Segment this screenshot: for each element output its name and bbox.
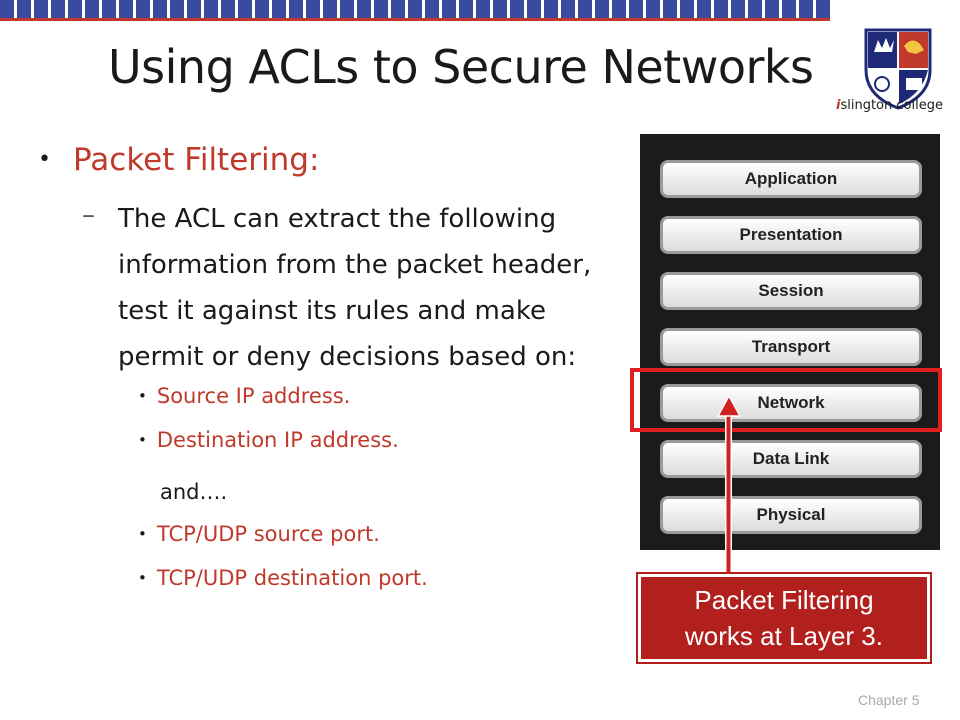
sub-line: The ACL can extract the following	[118, 204, 557, 234]
list-item-and: and….	[160, 480, 228, 504]
slide-title: Using ACLs to Secure Networks	[108, 40, 814, 94]
callout-line: works at Layer 3.	[685, 621, 883, 651]
bullet-dot-icon: •	[38, 147, 51, 172]
arrow-up-icon	[716, 396, 742, 578]
logo-name: slington college	[840, 98, 943, 113]
logo-letter: i	[836, 98, 841, 113]
osi-layer-presentation: Presentation	[660, 216, 922, 254]
sub-dash: –	[82, 200, 95, 230]
callout-line: Packet Filtering	[694, 585, 874, 615]
sub-line: permit or deny decisions based on:	[118, 342, 577, 372]
footer-chapter: Chapter 5	[858, 692, 920, 708]
list-item-destination-ip: • Destination IP address.	[138, 428, 399, 452]
item-text: Destination IP address.	[156, 428, 399, 452]
sub-paragraph: The ACL can extract the following inform…	[118, 196, 658, 380]
item-text: TCP/UDP source port.	[156, 522, 380, 546]
bullet-text: Packet Filtering:	[72, 142, 320, 178]
osi-layer-session: Session	[660, 272, 922, 310]
college-crest-logo	[864, 28, 932, 110]
top-banner	[0, 0, 960, 22]
college-name: islington college	[836, 98, 960, 113]
osi-layer-network: Network	[660, 384, 922, 422]
list-item-destination-port: • TCP/UDP destination port.	[138, 566, 428, 590]
osi-layer-transport: Transport	[660, 328, 922, 366]
osi-layer-physical: Physical	[660, 496, 922, 534]
osi-layer-application: Application	[660, 160, 922, 198]
bullet-dot-icon: •	[138, 569, 147, 587]
item-text: TCP/UDP destination port.	[156, 566, 428, 590]
bullet-dot-icon: •	[138, 525, 147, 543]
sub-line: information from the packet header,	[118, 250, 592, 280]
banner-line	[0, 18, 830, 21]
list-item-source-port: • TCP/UDP source port.	[138, 522, 380, 546]
list-item-source-ip: • Source IP address.	[138, 384, 350, 408]
banner-stripe	[0, 0, 830, 18]
network-layer-highlight	[630, 368, 942, 432]
bullet-dot-icon: •	[138, 431, 147, 449]
callout-layer3: Packet Filtering works at Layer 3.	[638, 574, 930, 662]
sub-line: test it against its rules and make	[118, 296, 546, 326]
osi-layer-data-link: Data Link	[660, 440, 922, 478]
bullet-dot-icon: •	[138, 387, 147, 405]
item-text: Source IP address.	[156, 384, 351, 408]
bullet-packet-filtering: • Packet Filtering:	[38, 142, 319, 178]
